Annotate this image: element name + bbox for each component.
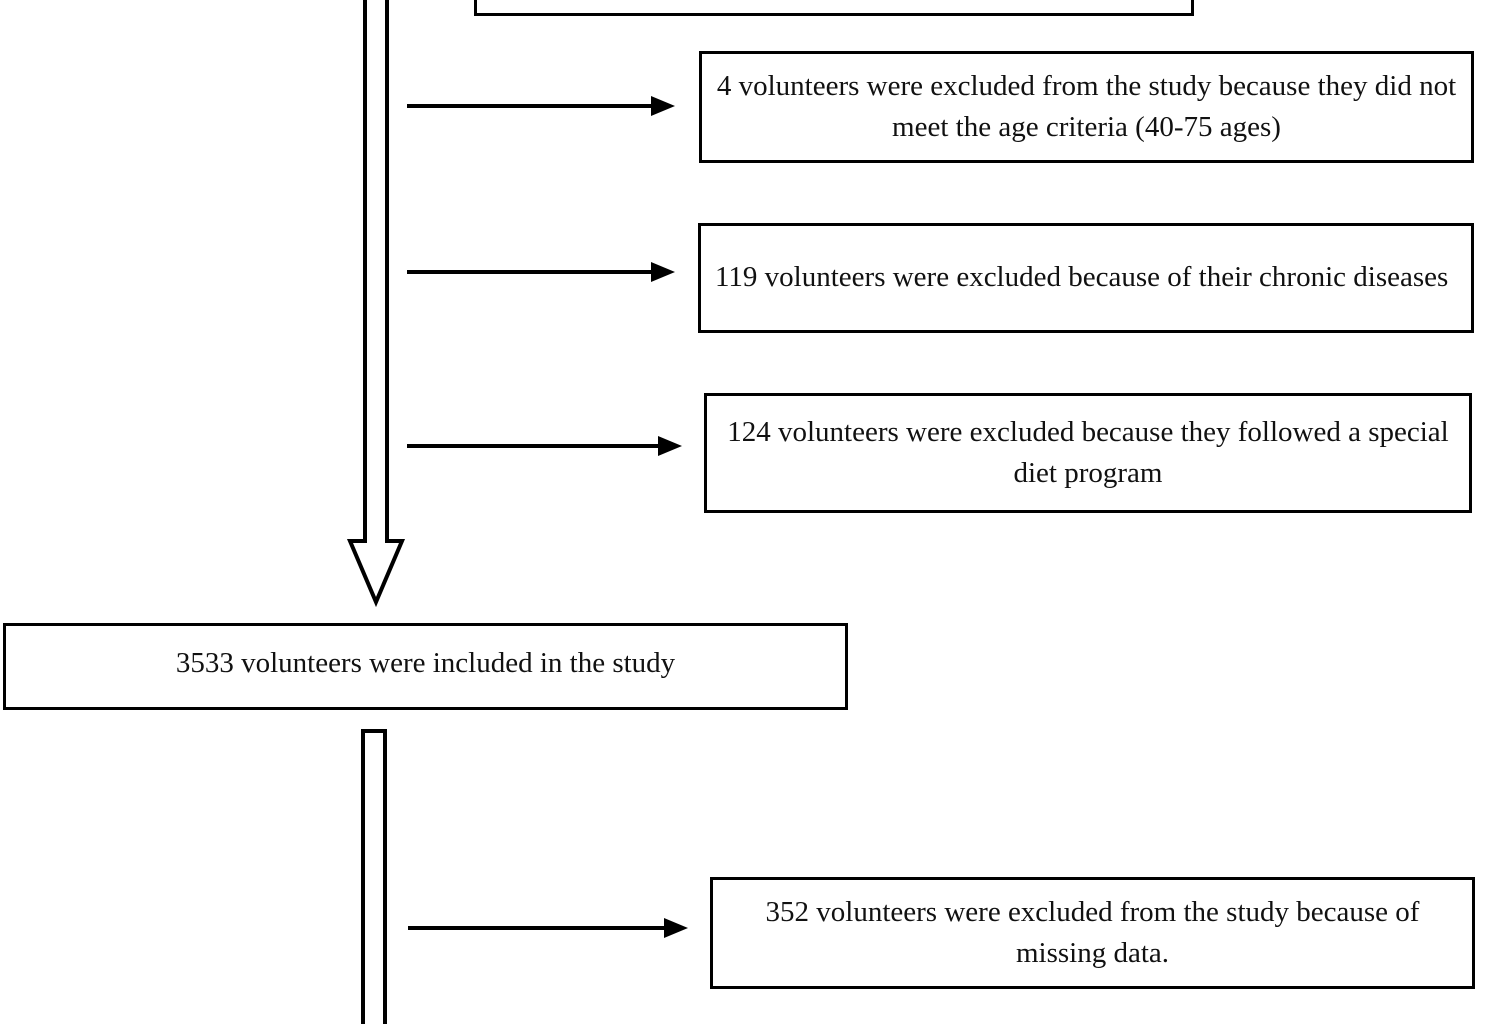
arrow-right-icon-to-missing-box <box>408 918 688 938</box>
exclusion-box-age-text: 4 volunteers were excluded from the stud… <box>716 69 1457 143</box>
included-box: 3533 volunteers were included in the stu… <box>3 623 848 710</box>
arrow-shaft <box>407 270 653 274</box>
arrow-head <box>651 96 675 116</box>
block-arrow-down-icon-2 <box>345 729 407 1024</box>
included-box-text: 3533 volunteers were included in the stu… <box>175 647 676 679</box>
arrow-right-icon-to-diet-box <box>407 436 682 456</box>
arrow-shaft <box>407 444 660 448</box>
exclusion-box-chronic-text: 119 volunteers were excluded because of … <box>715 261 1449 294</box>
exclusion-box-diet-text: 124 volunteers were excluded because the… <box>727 415 1449 489</box>
arrow-head <box>658 436 682 456</box>
exclusion-box-diet: 124 volunteers were excluded because the… <box>704 393 1472 513</box>
exclusion-box-chronic: 119 volunteers were excluded because of … <box>698 223 1474 333</box>
arrow-shaft <box>408 926 666 930</box>
arrow-shaft <box>407 104 653 108</box>
top-partial-box <box>474 0 1194 16</box>
arrow-right-icon-to-age-box <box>407 96 675 116</box>
exclusion-box-missing-data-text: 352 volunteers were excluded from the st… <box>765 895 1420 969</box>
arrow-head <box>651 262 675 282</box>
exclusion-box-missing-data: 352 volunteers were excluded from the st… <box>710 877 1475 989</box>
exclusion-box-age: 4 volunteers were excluded from the stud… <box>699 51 1474 163</box>
arrow-right-icon-to-chronic-box <box>407 262 675 282</box>
arrow-head <box>664 918 688 938</box>
block-arrow-down-icon-1 <box>345 0 407 608</box>
